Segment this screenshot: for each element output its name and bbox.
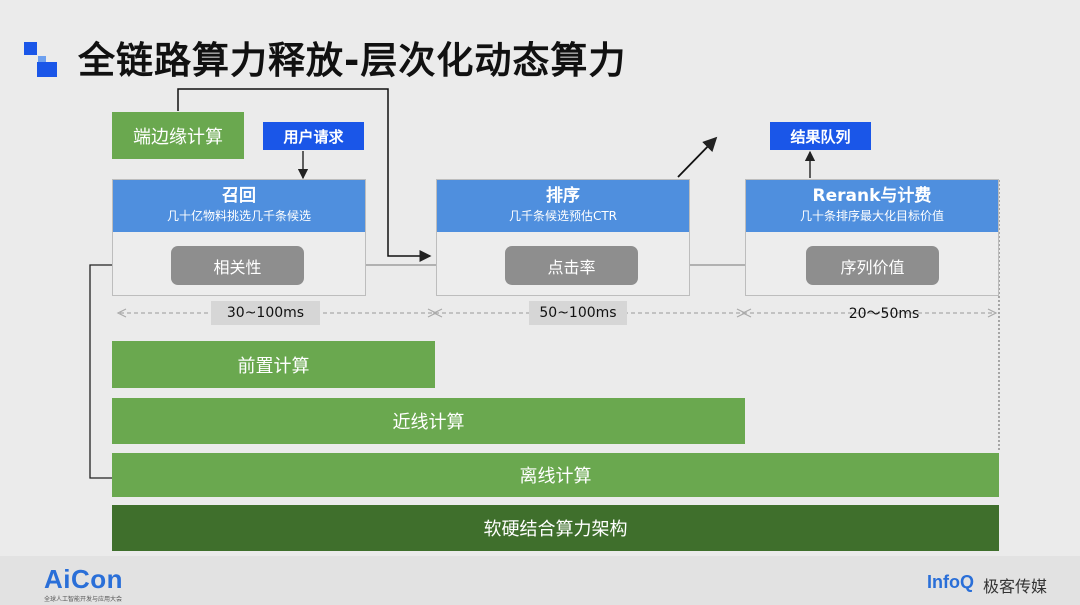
aicon-logo: AiCon bbox=[44, 564, 124, 594]
stage-title: 召回 bbox=[222, 186, 256, 206]
slide-title: 全链路算力释放-层次化动态算力 bbox=[78, 39, 627, 82]
pre-compute-bar: 前置计算 bbox=[112, 341, 435, 388]
infoq-logo: InfoQ bbox=[927, 572, 974, 592]
latency-ranking: 50~100ms bbox=[529, 301, 627, 325]
result-queue-tag: 结果队列 bbox=[770, 122, 871, 150]
relevance-box: 相关性 bbox=[171, 246, 304, 285]
latency-rerank: 20～50ms bbox=[848, 306, 920, 322]
ctr-box: 点击率 bbox=[505, 246, 638, 285]
latency-recall: 30~100ms bbox=[211, 301, 320, 325]
nearline-compute-bar: 近线计算 bbox=[112, 398, 745, 444]
footer-bar bbox=[0, 556, 1080, 605]
sequence-value-box: 序列价值 bbox=[806, 246, 939, 285]
geek-media-label: 极客传媒 bbox=[983, 577, 1048, 596]
stage-rerank-header: Rerank与计费 几十条排序最大化目标价值 bbox=[746, 180, 998, 232]
infra-compute-bar: 软硬结合算力架构 bbox=[112, 505, 999, 551]
title-logo-icon bbox=[24, 42, 58, 77]
aicon-tagline: 全球人工智能开发与应用大会 bbox=[44, 596, 123, 603]
stage-title: Rerank与计费 bbox=[812, 186, 932, 206]
offline-compute-bar: 离线计算 bbox=[112, 453, 999, 497]
stage-subtitle: 几千条候选预估CTR bbox=[508, 209, 618, 223]
stage-subtitle: 几十条排序最大化目标价值 bbox=[799, 209, 944, 223]
stage-subtitle: 几十亿物料挑选几千条候选 bbox=[166, 209, 311, 223]
stage-ranking-header: 排序 几千条候选预估CTR bbox=[437, 180, 689, 232]
stage-recall-header: 召回 几十亿物料挑选几千条候选 bbox=[113, 180, 365, 232]
edge-compute-box: 端边缘计算 bbox=[112, 112, 244, 159]
stage-title: 排序 bbox=[546, 186, 580, 206]
user-request-tag: 用户请求 bbox=[263, 122, 364, 150]
